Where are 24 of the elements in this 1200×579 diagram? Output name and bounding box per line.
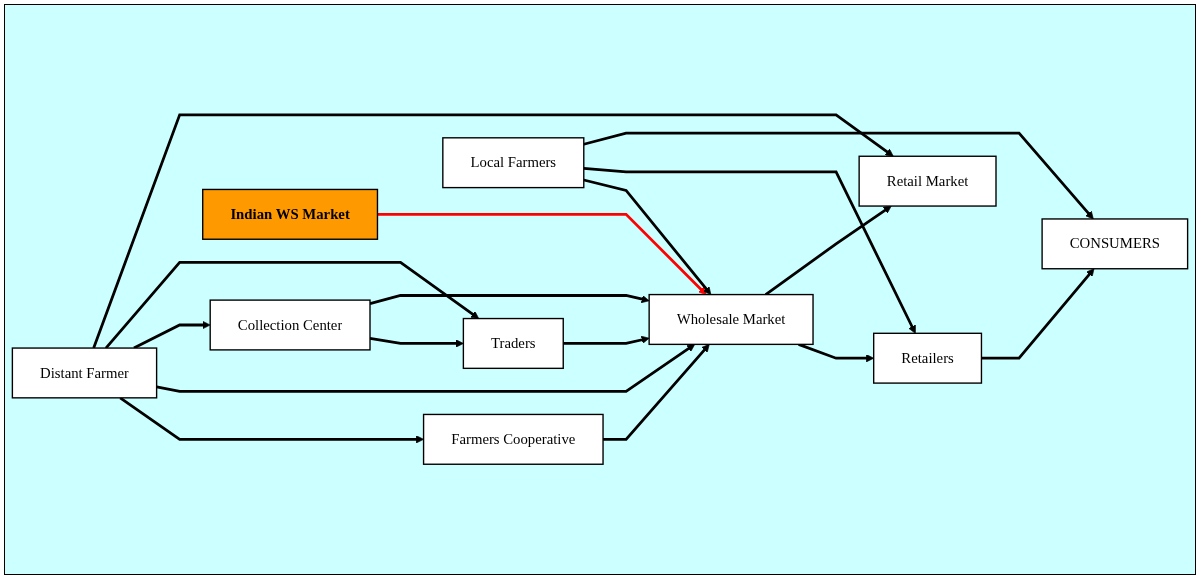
arrow [104,260,480,349]
arrow [764,205,892,296]
arrow [369,294,650,305]
arrow [563,335,650,345]
node-box: Retailers [873,332,983,384]
arrow [377,212,707,295]
node-box: CONSUMERS [1041,218,1189,270]
arrow [603,344,710,441]
node-box: Farmers Cooperative [422,413,604,465]
node-box: Distant Farmer [11,347,158,399]
arrow [981,268,1095,360]
arrow [92,113,894,349]
arrow [119,396,424,444]
arrow [156,344,696,393]
arrow [583,178,712,295]
arrow [583,167,916,334]
node-box: Collection Center [209,299,371,351]
node-box: Retail Market [858,155,997,207]
arrow [133,320,211,350]
node-box: Indian WS Market [202,188,379,240]
node-box: Traders [462,317,564,370]
arrow [583,131,1094,220]
node-box: Local Farmers [442,137,585,189]
node-box: Wholesale Market [648,293,814,346]
